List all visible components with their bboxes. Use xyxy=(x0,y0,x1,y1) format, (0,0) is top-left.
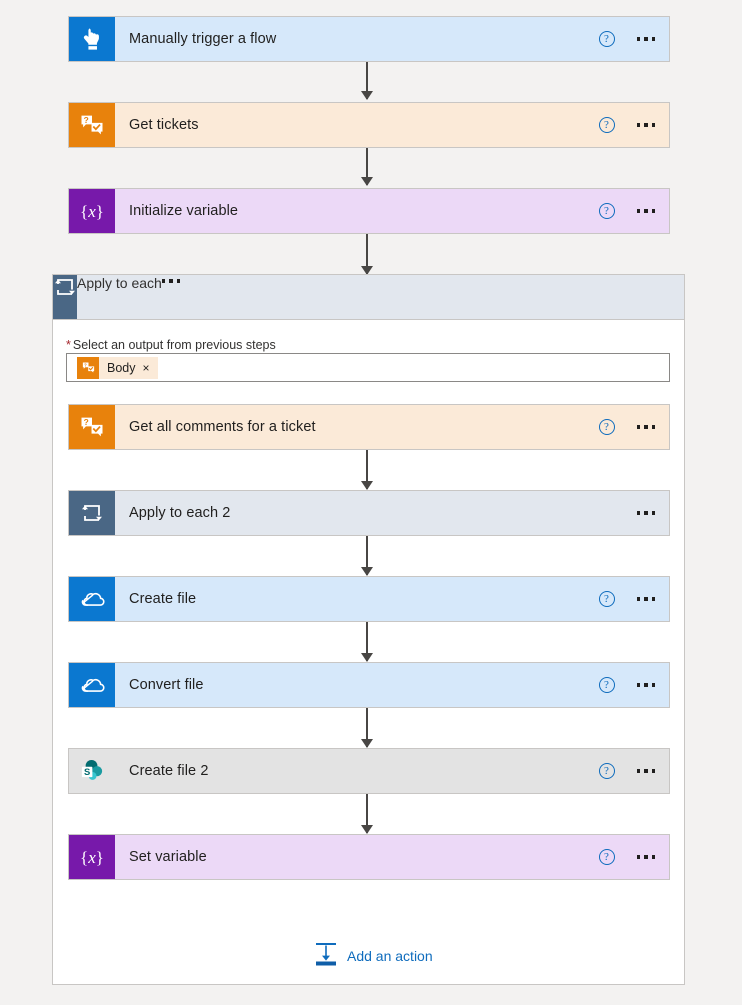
step-title: Get tickets xyxy=(129,117,199,133)
card-actions: ? xyxy=(598,17,670,61)
sharepoint-icon: S xyxy=(69,749,115,793)
step-card-convert-file[interactable]: Convert file ? xyxy=(68,662,670,708)
onedrive-cloud-icon xyxy=(69,663,115,707)
field-label-select-output: *Select an output from previous steps xyxy=(66,338,276,352)
step-title: Initialize variable xyxy=(129,203,239,219)
step-card-manually-trigger-a-flow[interactable]: Manually trigger a flow ? xyxy=(68,16,670,62)
step-card-get-all-comments-for-a-ticket[interactable]: ? Get all comments for a ticket ? xyxy=(68,404,670,450)
remove-token-icon[interactable]: × xyxy=(142,360,150,375)
add-action-label: Add an action xyxy=(347,947,433,964)
card-actions xyxy=(636,491,670,535)
help-icon[interactable]: ? xyxy=(598,849,615,865)
more-menu-icon[interactable] xyxy=(636,205,655,217)
connector-arrow xyxy=(360,148,373,186)
card-actions xyxy=(161,275,181,319)
required-marker: * xyxy=(66,338,71,352)
card-actions: ? xyxy=(598,405,670,449)
step-card-get-tickets[interactable]: ? Get tickets ? xyxy=(68,102,670,148)
more-menu-icon[interactable] xyxy=(636,765,655,777)
loop-icon xyxy=(53,275,77,319)
step-title: Create file xyxy=(129,591,197,607)
more-menu-icon[interactable] xyxy=(636,421,655,433)
card-actions: ? xyxy=(598,103,670,147)
svg-text:?: ? xyxy=(84,417,89,427)
loop-header-apply-to-each[interactable]: Apply to each xyxy=(52,274,685,320)
connector-arrow xyxy=(360,536,373,576)
help-icon[interactable]: ? xyxy=(598,419,615,435)
ticket-comments-icon: ? xyxy=(69,405,115,449)
loop-title: Apply to each xyxy=(77,275,162,291)
help-icon[interactable]: ? xyxy=(598,203,615,219)
help-icon[interactable]: ? xyxy=(598,677,615,693)
card-actions: ? xyxy=(598,663,670,707)
help-icon[interactable]: ? xyxy=(598,117,615,133)
ticket-comments-icon: ? xyxy=(69,103,115,147)
help-icon[interactable]: ? xyxy=(598,31,615,47)
connector-arrow xyxy=(360,62,373,100)
svg-text:{x}: {x} xyxy=(80,848,104,867)
onedrive-cloud-icon xyxy=(69,577,115,621)
step-card-apply-to-each-2[interactable]: Apply to each 2 xyxy=(68,490,670,536)
svg-text:?: ? xyxy=(84,363,87,368)
add-action-icon xyxy=(315,942,337,969)
step-title: Manually trigger a flow xyxy=(129,31,277,47)
step-card-create-file[interactable]: Create file ? xyxy=(68,576,670,622)
card-actions: ? xyxy=(598,189,670,233)
more-menu-icon[interactable] xyxy=(161,275,181,287)
card-actions: ? xyxy=(598,577,670,621)
help-icon[interactable]: ? xyxy=(598,591,615,607)
token-label: Body xyxy=(107,360,136,375)
step-card-initialize-variable[interactable]: {x} Initialize variable ? xyxy=(68,188,670,234)
more-menu-icon[interactable] xyxy=(636,593,655,605)
step-title: Get all comments for a ticket xyxy=(129,419,316,435)
more-menu-icon[interactable] xyxy=(636,119,655,131)
step-card-set-variable[interactable]: {x} Set variable ? xyxy=(68,834,670,880)
variable-braces-icon: {x} xyxy=(69,835,115,879)
card-actions: ? xyxy=(598,749,670,793)
more-menu-icon[interactable] xyxy=(636,507,655,519)
token-body[interactable]: ? Body × xyxy=(77,356,158,379)
more-menu-icon[interactable] xyxy=(636,679,655,691)
connector-arrow xyxy=(360,794,373,834)
connector-arrow xyxy=(360,450,373,490)
connector-arrow xyxy=(360,622,373,662)
step-title: Set variable xyxy=(129,849,207,865)
more-menu-icon[interactable] xyxy=(636,851,655,863)
hand-pointer-icon xyxy=(69,17,115,61)
add-an-action-button[interactable]: Add an action xyxy=(315,942,433,969)
svg-text:S: S xyxy=(84,767,90,777)
field-label-text: Select an output from previous steps xyxy=(72,338,276,352)
card-actions: ? xyxy=(598,835,670,879)
more-menu-icon[interactable] xyxy=(636,33,655,45)
connector-arrow xyxy=(360,708,373,748)
svg-text:?: ? xyxy=(84,115,89,125)
step-card-create-file-2[interactable]: S Create file 2 ? xyxy=(68,748,670,794)
ticket-comments-icon: ? xyxy=(77,356,99,379)
help-icon[interactable]: ? xyxy=(598,763,615,779)
select-output-input[interactable]: ? Body × xyxy=(66,353,670,382)
variable-braces-icon: {x} xyxy=(69,189,115,233)
step-title: Create file 2 xyxy=(129,763,209,779)
step-title: Convert file xyxy=(129,677,204,693)
connector-arrow xyxy=(360,234,373,275)
svg-text:{x}: {x} xyxy=(80,202,104,221)
step-title: Apply to each 2 xyxy=(129,505,231,521)
loop-icon xyxy=(69,491,115,535)
